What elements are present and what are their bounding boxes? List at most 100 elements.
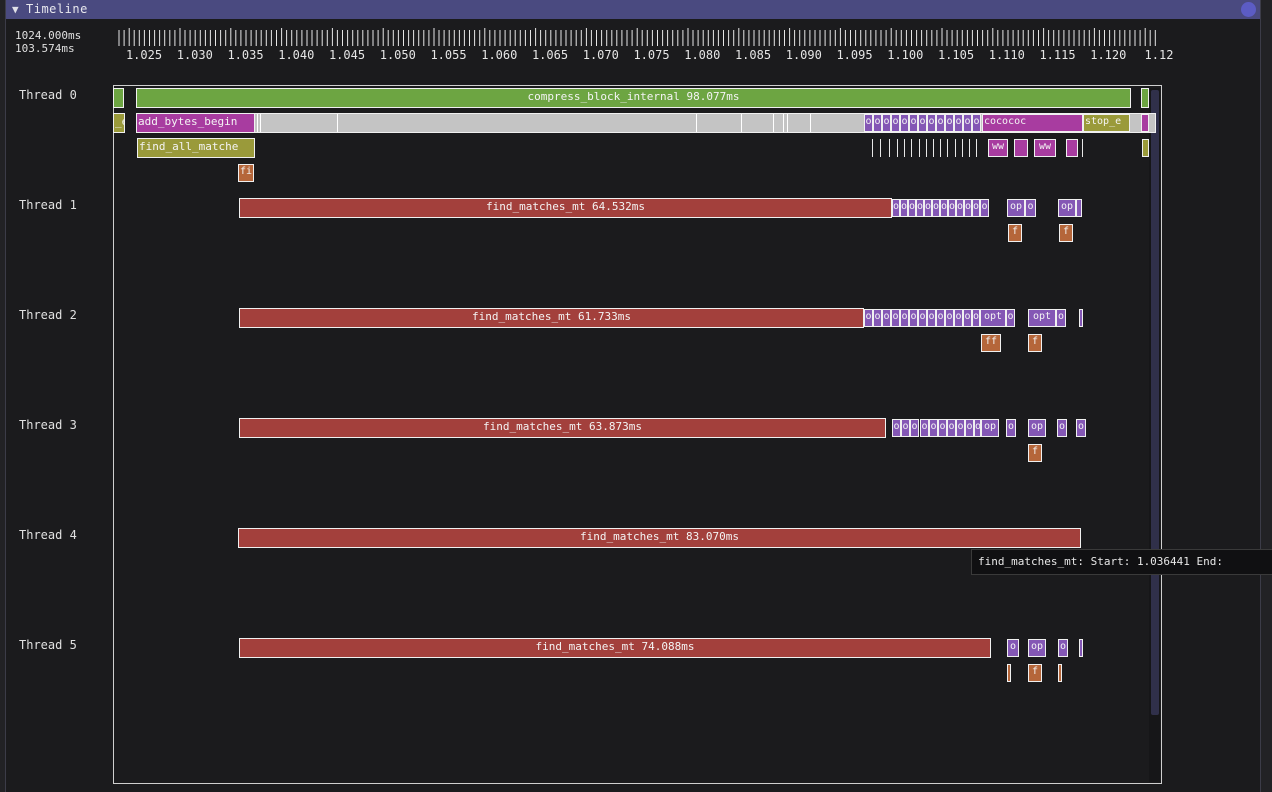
zone-bar-f[interactable]: f (1028, 444, 1042, 462)
zone-bar-stub[interactable] (1141, 88, 1149, 108)
zone-bar-o[interactable]: o (901, 419, 910, 437)
zone-bar-o[interactable]: o (945, 114, 954, 132)
zone-bar-o[interactable]: o (972, 199, 980, 217)
zone-bar-o[interactable]: o (918, 114, 927, 132)
zone-bar-o[interactable]: o (940, 199, 948, 217)
zone-bar-o[interactable]: o (900, 114, 909, 132)
zone-bar-o[interactable]: o (929, 419, 938, 437)
zone-bar-o[interactable]: o (963, 309, 972, 327)
zone-bar-find-matches-t4[interactable]: find_matches_mt 83.070ms (238, 528, 1081, 548)
zone-bar-o[interactable]: o (945, 309, 954, 327)
zone-bar-o[interactable]: o (936, 309, 945, 327)
zone-bar-f[interactable]: f (1059, 224, 1073, 242)
zone-bar-stub[interactable] (1141, 114, 1149, 132)
zone-bar-o[interactable]: o (980, 199, 989, 217)
zone-bar-o[interactable]: o (1056, 309, 1066, 327)
zone-bar-o[interactable]: o (882, 114, 891, 132)
zone-bar-o[interactable]: o (948, 199, 956, 217)
zone-bar-opt[interactable]: opt (1028, 309, 1056, 327)
zone-bar-fi[interactable]: fi (238, 164, 254, 182)
zone-bar-f[interactable]: f (1028, 334, 1042, 352)
zone-bar-o[interactable]: o (936, 114, 945, 132)
zone-bar-o[interactable]: o (1058, 639, 1068, 657)
collapse-arrow-icon[interactable]: ▼ (12, 3, 19, 16)
zone-bar-o[interactable]: o (910, 419, 919, 437)
zone-bar-op[interactable]: op (1028, 639, 1046, 657)
zone-bar-stub[interactable] (1079, 639, 1083, 657)
zone-bar-o[interactable]: o (965, 419, 974, 437)
zone-bar-f[interactable]: f (1028, 664, 1042, 682)
zone-bar-o[interactable]: o (900, 199, 908, 217)
close-button[interactable] (1241, 2, 1256, 17)
zone-bar-ww[interactable]: ww (988, 139, 1008, 157)
zone-bar-o[interactable]: o (1025, 199, 1036, 217)
zone-bar-add-bytes[interactable]: add_bytes_begin (136, 113, 255, 133)
zone-bar-find-matches-t1[interactable]: find_matches_mt 64.532ms (239, 198, 892, 218)
zone-bar-stop[interactable]: stop_e (1083, 114, 1130, 132)
zone-bar-o[interactable]: o (964, 199, 972, 217)
zone-bar-o[interactable]: o (924, 199, 932, 217)
zone-bar-o[interactable]: o (954, 309, 963, 327)
scrollbar-thumb[interactable] (1151, 90, 1159, 715)
zone-bar-o[interactable]: o (972, 309, 980, 327)
zone-bar-o[interactable]: o (974, 419, 981, 437)
zone-bar-o[interactable]: o (956, 419, 965, 437)
zone-bar-o[interactable]: o (1057, 419, 1067, 437)
zone-bar-o[interactable]: o (916, 199, 924, 217)
zone-bar-o[interactable]: o (873, 309, 882, 327)
zone-bar-o[interactable]: o (891, 114, 900, 132)
zone-bar-w[interactable] (1066, 139, 1078, 157)
zone-bar-op[interactable]: op (1058, 199, 1076, 217)
zone-bar-o[interactable]: o (892, 199, 900, 217)
zone-bar-o[interactable]: o (1006, 309, 1015, 327)
zone-bar-o[interactable]: o (927, 114, 936, 132)
zone-bar-find-all-matches[interactable]: find_all_matche (137, 138, 255, 158)
zone-bar-o[interactable]: o (1006, 419, 1016, 437)
zone-bar-cocococ[interactable]: cocococ (982, 114, 1083, 132)
title-bar[interactable]: ▼ Timeline (6, 0, 1260, 19)
zone-bar-o[interactable]: o (927, 309, 936, 327)
zone-bar-w[interactable] (1014, 139, 1028, 157)
zone-bar-find-matches-t5[interactable]: find_matches_mt 74.088ms (239, 638, 991, 658)
zone-bar-o[interactable]: o (954, 114, 963, 132)
zone-bar-ff[interactable]: ff (981, 334, 1001, 352)
zone-bar-o[interactable]: o (909, 114, 918, 132)
zone-bar-o[interactable]: o (864, 309, 873, 327)
zone-bar-stub[interactable] (113, 88, 124, 108)
zone-bar-f[interactable]: f (1008, 224, 1022, 242)
zone-bar-o[interactable]: o (918, 309, 927, 327)
zone-bar-o[interactable]: o (873, 114, 882, 132)
zone-bar-o[interactable]: o (908, 199, 916, 217)
zone-bar-compress-block[interactable]: compress_block_internal 98.077ms (136, 88, 1131, 108)
zone-bar-stub[interactable] (1142, 139, 1149, 157)
zone-bar-stub[interactable] (1007, 664, 1011, 682)
zone-bar-find-matches-t3[interactable]: find_matches_mt 63.873ms (239, 418, 886, 438)
zone-bar-o[interactable]: o (892, 419, 901, 437)
zone-bar-e[interactable]: _e (113, 113, 125, 133)
zone-bar-o[interactable]: o (947, 419, 956, 437)
zone-bar-o[interactable]: o (909, 309, 918, 327)
zone-bar-o[interactable]: o (972, 114, 981, 132)
zone-bar-o[interactable]: o (1007, 639, 1019, 657)
zone-bar-stub[interactable] (1076, 199, 1082, 217)
zone-bar-o[interactable]: o (891, 309, 900, 327)
zone-bar-op[interactable]: op (1028, 419, 1046, 437)
zone-bar-o[interactable]: o (900, 309, 909, 327)
zone-bar-o[interactable]: o (938, 419, 947, 437)
zone-bar-o[interactable]: o (932, 199, 940, 217)
zone-bar-o[interactable]: o (956, 199, 964, 217)
zone-bar-find-matches-t2[interactable]: find_matches_mt 61.733ms (239, 308, 864, 328)
zone-bar-o[interactable]: o (963, 114, 972, 132)
zone-bar-stub[interactable] (1058, 664, 1062, 682)
zone-bar-ww[interactable]: ww (1034, 139, 1056, 157)
timeline-area[interactable] (113, 85, 1162, 784)
zone-bar-op[interactable]: op (981, 419, 999, 437)
zone-bar-o[interactable]: o (920, 419, 929, 437)
zone-bar-opt[interactable]: opt (980, 309, 1006, 327)
zone-bar-op[interactable]: op (1007, 199, 1025, 217)
zone-bar-o[interactable]: o (864, 114, 873, 132)
zone-bar-o[interactable]: o (1076, 419, 1086, 437)
zone-bar-stub[interactable] (1079, 309, 1083, 327)
zone-bar-o[interactable]: o (882, 309, 891, 327)
